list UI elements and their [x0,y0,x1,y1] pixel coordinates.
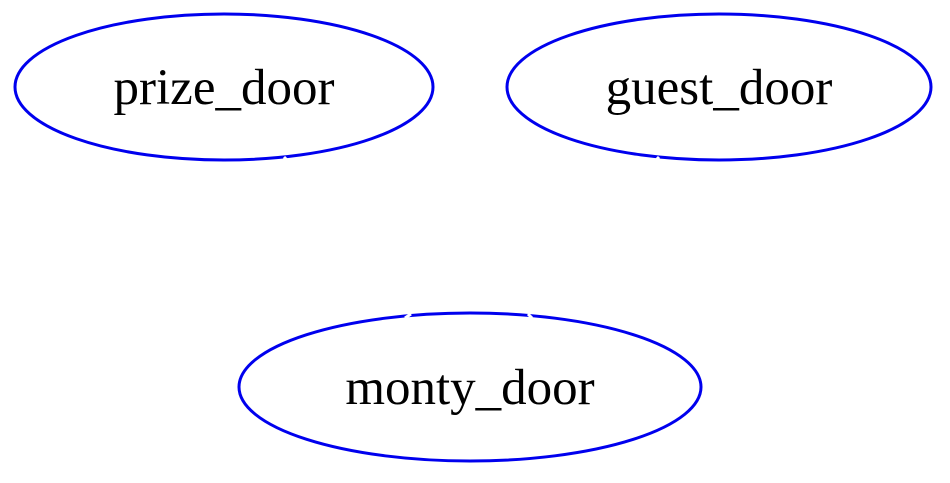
node-monty-door-label: monty_door [345,360,594,416]
edge-guest-door-to-monty-door [526,155,661,320]
node-monty-door-ellipse [237,311,703,463]
node-guest-door[interactable]: guest_door [505,12,933,162]
node-prize-door-ellipse [13,12,435,162]
node-prize-door[interactable]: prize_door [13,12,435,162]
edge-prize-door-head [404,312,412,320]
node-monty-door[interactable]: monty_door [237,311,703,463]
node-guest-door-label: guest_door [606,60,833,116]
node-guest-door-ellipse [505,12,933,162]
edge-prize-door-tail [282,155,290,163]
edge-guest-door-head [526,312,534,320]
edge-prize-door-to-monty-door [282,155,412,320]
node-prize-door-label: prize_door [114,60,335,116]
edge-guest-door-tail [653,155,661,163]
